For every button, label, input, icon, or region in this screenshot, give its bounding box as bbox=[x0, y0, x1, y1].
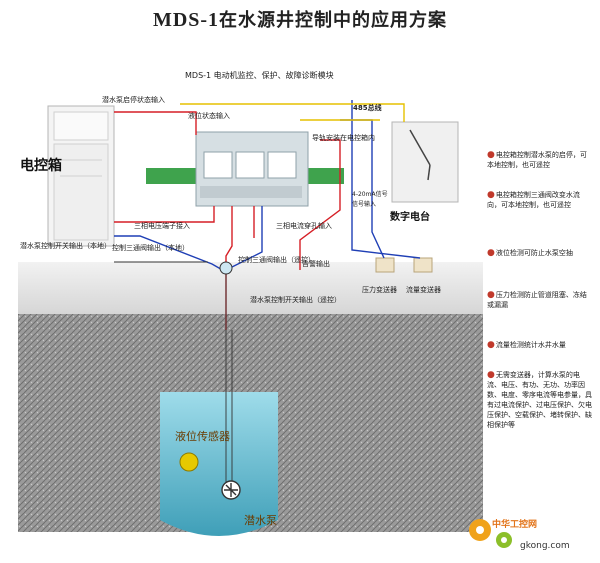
bullet-item: ●液位检测可防止水泵空抽 bbox=[487, 248, 573, 258]
label-pump-feedback: 潜水泵启停状态输入 bbox=[102, 95, 165, 104]
bullet-item: ●电控箱控制潜水泵的启停，可本地控制，也可遥控 bbox=[487, 150, 587, 169]
label-cabinet: 电控箱 bbox=[20, 157, 62, 174]
label-level-sensor: 液位传感器 bbox=[175, 429, 230, 443]
bullet-item: ●压力检测防止管道阻塞、冻结或漏漏 bbox=[487, 290, 587, 309]
water-well bbox=[160, 392, 278, 536]
bullet-dot-icon: ● bbox=[487, 370, 495, 380]
bullet-item: ●无需变送器，计算水泵的电流、电压、有功、无功、功率因数、电度、零序电流等电参量… bbox=[487, 370, 592, 429]
page-title: MDS-1在水源井控制中的应用方案 bbox=[0, 6, 600, 32]
label-voltage-terminal: 三相电压端子接入 bbox=[134, 221, 190, 230]
label-pressure: 压力变送器 bbox=[362, 285, 397, 294]
watermark-cn: 中华工控网 bbox=[492, 518, 537, 530]
watermark-en: gkong.com bbox=[520, 541, 570, 551]
label-485: 485总线 bbox=[353, 103, 382, 112]
flow-transmitter-box bbox=[413, 257, 433, 273]
bullet-dot-icon: ● bbox=[487, 340, 495, 350]
bullet-item: ●电控箱控制三通阀改变水流向，可本地控制，也可遥控 bbox=[487, 190, 580, 209]
bullet-dot-icon: ● bbox=[487, 190, 495, 200]
label-current-via: 三相电流穿孔输入 bbox=[276, 221, 332, 230]
three-way-valve bbox=[219, 261, 233, 275]
title-text: 在水源井控制中的应用方案 bbox=[219, 10, 448, 31]
ground-surface bbox=[18, 262, 483, 314]
wire-yellow bbox=[180, 103, 405, 122]
din-rail-left bbox=[146, 168, 206, 184]
label-pump-switch-local: 潜水泵控制开关输出（本地） bbox=[20, 241, 111, 250]
pressure-transmitter-box bbox=[375, 257, 395, 273]
label-guide-install: 导轨安装在电控箱内 bbox=[312, 133, 375, 142]
label-pump: 潜水泵 bbox=[244, 513, 277, 527]
level-float-ball bbox=[179, 452, 199, 472]
mds1-module bbox=[195, 131, 309, 207]
electric-cabinet bbox=[47, 105, 115, 247]
wire-black bbox=[114, 261, 233, 486]
label-digital-station: 数字电台 bbox=[390, 210, 430, 223]
din-rail-right bbox=[300, 168, 344, 184]
label-signal-input: 信号输入 bbox=[352, 200, 376, 208]
bullet-item: ●流量检测统计水井水量 bbox=[487, 340, 566, 350]
bullet-dot-icon: ● bbox=[487, 150, 495, 160]
pump-impeller-icon bbox=[224, 483, 238, 497]
bullet-dot-icon: ● bbox=[487, 248, 495, 258]
label-4-20ma: 4-20mA信号 bbox=[352, 190, 388, 198]
label-valve-local: 控制三通阀输出（本地） bbox=[112, 243, 189, 252]
digital-radio bbox=[391, 121, 459, 203]
gear-icon bbox=[469, 519, 512, 548]
label-alarm-output: 告警输出 bbox=[302, 259, 330, 268]
label-flow: 流量变送器 bbox=[406, 285, 441, 294]
title-model: MDS-1 bbox=[152, 9, 220, 31]
label-module: MDS-1 电动机监控、保护、故障诊断模块 bbox=[185, 70, 334, 80]
label-level-status: 液位状态输入 bbox=[188, 111, 230, 120]
bullet-dot-icon: ● bbox=[487, 290, 495, 300]
label-pump-switch-remote: 潜水泵控制开关输出（遥控） bbox=[250, 295, 341, 304]
label-valve-remote: 控制三通阀输出（遥控） bbox=[238, 255, 315, 264]
